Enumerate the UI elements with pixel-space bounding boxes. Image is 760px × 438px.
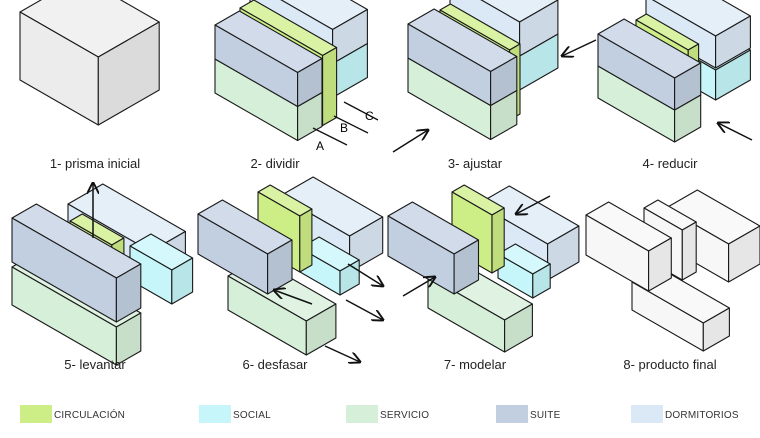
caption-step-2: 2- dividir — [250, 156, 300, 171]
caption-step-5: 5- levantar — [64, 357, 126, 372]
step2-circulacion-right — [322, 46, 338, 127]
caption-step-7: 7- modelar — [443, 357, 507, 372]
legend-swatch-social — [199, 405, 231, 423]
step6-arrow-right-top — [347, 263, 383, 286]
step6-arrow-right — [345, 299, 383, 320]
step2-suite-right — [297, 57, 323, 108]
step3-suite-right — [490, 55, 518, 107]
label-b: B — [340, 121, 348, 135]
legend-swatch-suite — [496, 405, 528, 423]
caption-step-1: 1- prisma inicial — [49, 156, 141, 171]
label-c: C — [365, 109, 374, 123]
step3-arrow-in — [392, 130, 428, 153]
step2-cut-c — [343, 101, 379, 121]
step6-suite-right — [267, 239, 293, 295]
step2-cut-a — [312, 127, 348, 146]
step5-social-right — [171, 257, 194, 305]
caption-step-3: 3- ajustar — [447, 156, 503, 171]
legend-label-suite: SUITE — [530, 410, 561, 421]
step7-dormitorios-right — [547, 225, 580, 281]
step4-social-right — [715, 49, 751, 101]
step6-arrow-left — [274, 290, 313, 305]
legend-swatch-dormitorios — [631, 405, 663, 423]
step3-dormitorios-right — [519, 0, 559, 57]
step-5-levantar — [11, 183, 194, 366]
step-3-ajustar — [407, 0, 559, 141]
legend-label-dormitorios: DORMITORIOS — [665, 410, 739, 421]
step-8-producto-final — [585, 189, 760, 352]
prism-right — [97, 21, 160, 126]
step5-servicio-right — [115, 312, 142, 366]
step6-arrow-down — [324, 345, 360, 362]
caption-step-6: 6- desfasar — [242, 357, 308, 372]
legend-swatch-circulacion — [20, 405, 52, 423]
step7-circulacion-right — [491, 207, 505, 274]
step7-suite-right — [453, 239, 480, 295]
step-4-reducir — [597, 0, 751, 143]
step7-arrow-top — [516, 195, 551, 214]
step4-suite-right — [674, 62, 702, 111]
step7-servicio-right — [504, 303, 533, 353]
step2-dormitorios-right — [332, 8, 368, 65]
step-6-desfasar — [197, 176, 384, 356]
step8-servicio-right — [702, 307, 730, 352]
caption-step-4: 4- reducir — [642, 156, 698, 171]
step4-dormitorios-right — [715, 15, 751, 69]
label-a: A — [316, 139, 324, 153]
step-2-dividir — [214, 0, 368, 142]
step8-circulacion-right — [681, 221, 697, 281]
step8-dormitorios-right — [728, 225, 760, 283]
step6-circulacion-right — [299, 208, 313, 273]
legend-label-social: SOCIAL — [233, 410, 271, 421]
step5-suite-right — [115, 263, 142, 323]
step-1-prisma-inicial — [19, 0, 160, 126]
step2-cut-b — [333, 115, 369, 134]
step3-arrow-right — [562, 39, 597, 56]
step7-arrow-in — [402, 277, 435, 297]
step6-servicio-right — [305, 303, 337, 356]
step7-social-right — [532, 263, 551, 299]
step6-dormitorios-right — [349, 216, 384, 273]
legend-label-servicio: SERVICIO — [380, 410, 430, 421]
step4-arrow — [718, 123, 753, 141]
legend-swatch-servicio — [346, 405, 378, 423]
legend-label-circulacion: CIRCULACIÓN — [54, 410, 126, 421]
step-7-modelar — [387, 184, 580, 353]
caption-step-8: 8- producto final — [623, 357, 717, 372]
step8-suite-right — [648, 237, 672, 292]
